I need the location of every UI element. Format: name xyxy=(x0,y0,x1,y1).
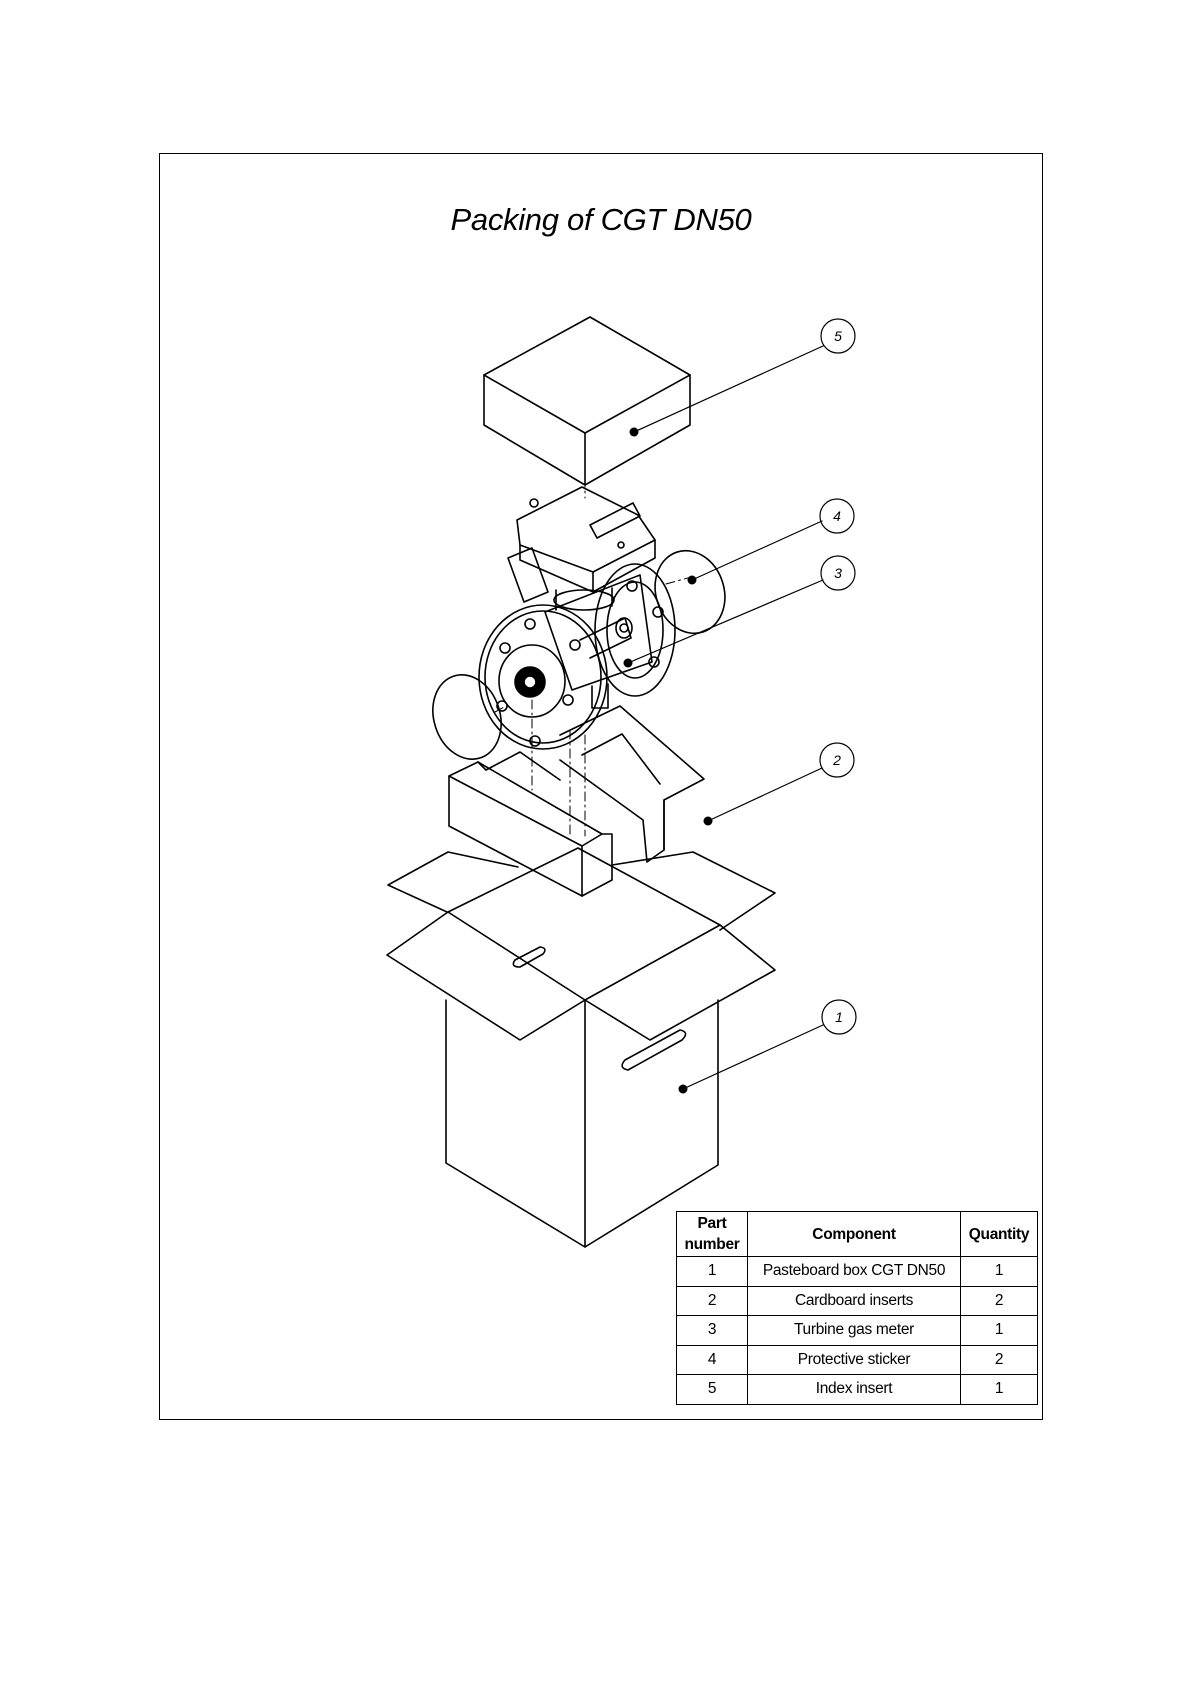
turbine-gas-meter xyxy=(479,487,675,749)
assembly-centerlines xyxy=(495,478,695,836)
cell-part-number: 1 xyxy=(677,1257,748,1287)
svg-text:1: 1 xyxy=(835,1009,843,1025)
table-row: 4 Protective sticker 2 xyxy=(677,1345,1038,1375)
cardboard-insert-left xyxy=(449,752,612,896)
callout-balloon-2: 2 xyxy=(820,743,854,777)
cell-quantity: 2 xyxy=(961,1345,1038,1375)
callout-balloon-3: 3 xyxy=(821,556,855,590)
cell-component: Cardboard inserts xyxy=(748,1286,961,1316)
cell-quantity: 1 xyxy=(961,1316,1038,1346)
cell-quantity: 1 xyxy=(961,1257,1038,1287)
callout-balloon-4: 4 xyxy=(820,499,854,533)
parts-list-table: Part number Component Quantity 1 Pastebo… xyxy=(676,1211,1038,1405)
leader-dots xyxy=(624,428,713,1094)
callout-balloon-1: 1 xyxy=(822,1000,856,1034)
header-component: Component xyxy=(748,1212,961,1257)
table-header-row: Part number Component Quantity xyxy=(677,1212,1038,1257)
table-row: 5 Index insert 1 xyxy=(677,1375,1038,1405)
leader-lines xyxy=(628,346,823,1089)
svg-text:2: 2 xyxy=(832,752,841,768)
cell-quantity: 1 xyxy=(961,1375,1038,1405)
cardboard-insert-right xyxy=(560,706,704,862)
cell-part-number: 3 xyxy=(677,1316,748,1346)
cell-component: Index insert xyxy=(748,1375,961,1405)
protective-sticker-rear xyxy=(645,542,736,643)
pasteboard-box xyxy=(387,848,775,1247)
header-quantity: Quantity xyxy=(961,1212,1038,1257)
cell-component: Pasteboard box CGT DN50 xyxy=(748,1257,961,1287)
table-row: 3 Turbine gas meter 1 xyxy=(677,1316,1038,1346)
index-insert-box xyxy=(484,317,690,485)
svg-text:5: 5 xyxy=(834,328,842,344)
cell-component: Protective sticker xyxy=(748,1345,961,1375)
svg-text:4: 4 xyxy=(833,508,841,524)
cell-quantity: 2 xyxy=(961,1286,1038,1316)
svg-text:3: 3 xyxy=(834,565,842,581)
cell-part-number: 4 xyxy=(677,1345,748,1375)
callout-balloon-5: 5 xyxy=(821,319,855,353)
cell-part-number: 5 xyxy=(677,1375,748,1405)
header-part-number: Part number xyxy=(677,1212,748,1257)
cell-part-number: 2 xyxy=(677,1286,748,1316)
table-row: 1 Pasteboard box CGT DN50 1 xyxy=(677,1257,1038,1287)
cell-component: Turbine gas meter xyxy=(748,1316,961,1346)
table-row: 2 Cardboard inserts 2 xyxy=(677,1286,1038,1316)
